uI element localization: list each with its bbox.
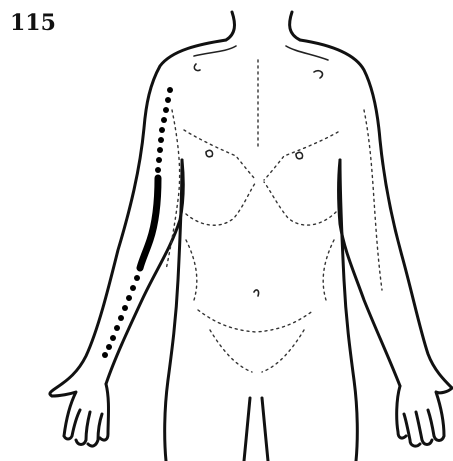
left-hand-outline bbox=[52, 384, 109, 446]
meridian-dot bbox=[102, 352, 108, 358]
torso-right-side bbox=[340, 160, 357, 461]
neck-right-outline bbox=[290, 12, 300, 40]
right-oblique-line bbox=[323, 240, 334, 300]
meridian-dot bbox=[163, 107, 169, 113]
meridian-dot bbox=[114, 325, 120, 331]
pelvic-line bbox=[198, 310, 314, 332]
groin-right-line bbox=[262, 330, 304, 372]
groin-left-line bbox=[210, 330, 252, 372]
left-nipple bbox=[206, 150, 213, 156]
meridian-dot bbox=[130, 285, 136, 291]
right-inner-arm-outline bbox=[339, 160, 401, 386]
meridian-dot bbox=[134, 275, 140, 281]
meridian-dot bbox=[110, 335, 116, 341]
neck-left-outline bbox=[226, 12, 234, 40]
right-shoulder-mark bbox=[314, 71, 322, 78]
meridian-dot bbox=[126, 295, 132, 301]
meridian-dot bbox=[118, 315, 124, 321]
inner-leg-right bbox=[262, 398, 268, 461]
meridian-dot bbox=[157, 147, 163, 153]
rib-margin-right bbox=[264, 182, 336, 225]
meridian-dot bbox=[156, 157, 162, 163]
meridian-dot bbox=[158, 137, 164, 143]
rib-margin-left bbox=[186, 182, 256, 225]
left-oblique-line bbox=[186, 240, 197, 300]
meridian-dot bbox=[106, 344, 112, 350]
inner-leg-left bbox=[244, 398, 250, 461]
meridian-dot bbox=[165, 97, 171, 103]
right-nipple bbox=[296, 152, 303, 158]
right-clavicle bbox=[286, 46, 328, 60]
meridian-marking bbox=[102, 87, 173, 358]
meridian-heavy-segment bbox=[140, 178, 158, 268]
left-shoulder-outline bbox=[50, 40, 226, 396]
left-shoulder-mark bbox=[194, 64, 200, 71]
meridian-dot bbox=[167, 87, 173, 93]
left-pectoral-line bbox=[184, 130, 256, 180]
torso-left-side bbox=[165, 160, 182, 461]
left-clavicle bbox=[194, 46, 236, 56]
right-hand-outline bbox=[397, 386, 452, 446]
meridian-dot bbox=[161, 117, 167, 123]
navel bbox=[254, 290, 259, 296]
right-shoulder-outline bbox=[300, 40, 452, 388]
meridian-dot bbox=[122, 305, 128, 311]
meridian-dot bbox=[155, 167, 161, 173]
right-pectoral-line bbox=[264, 132, 338, 180]
meridian-dot bbox=[159, 127, 165, 133]
